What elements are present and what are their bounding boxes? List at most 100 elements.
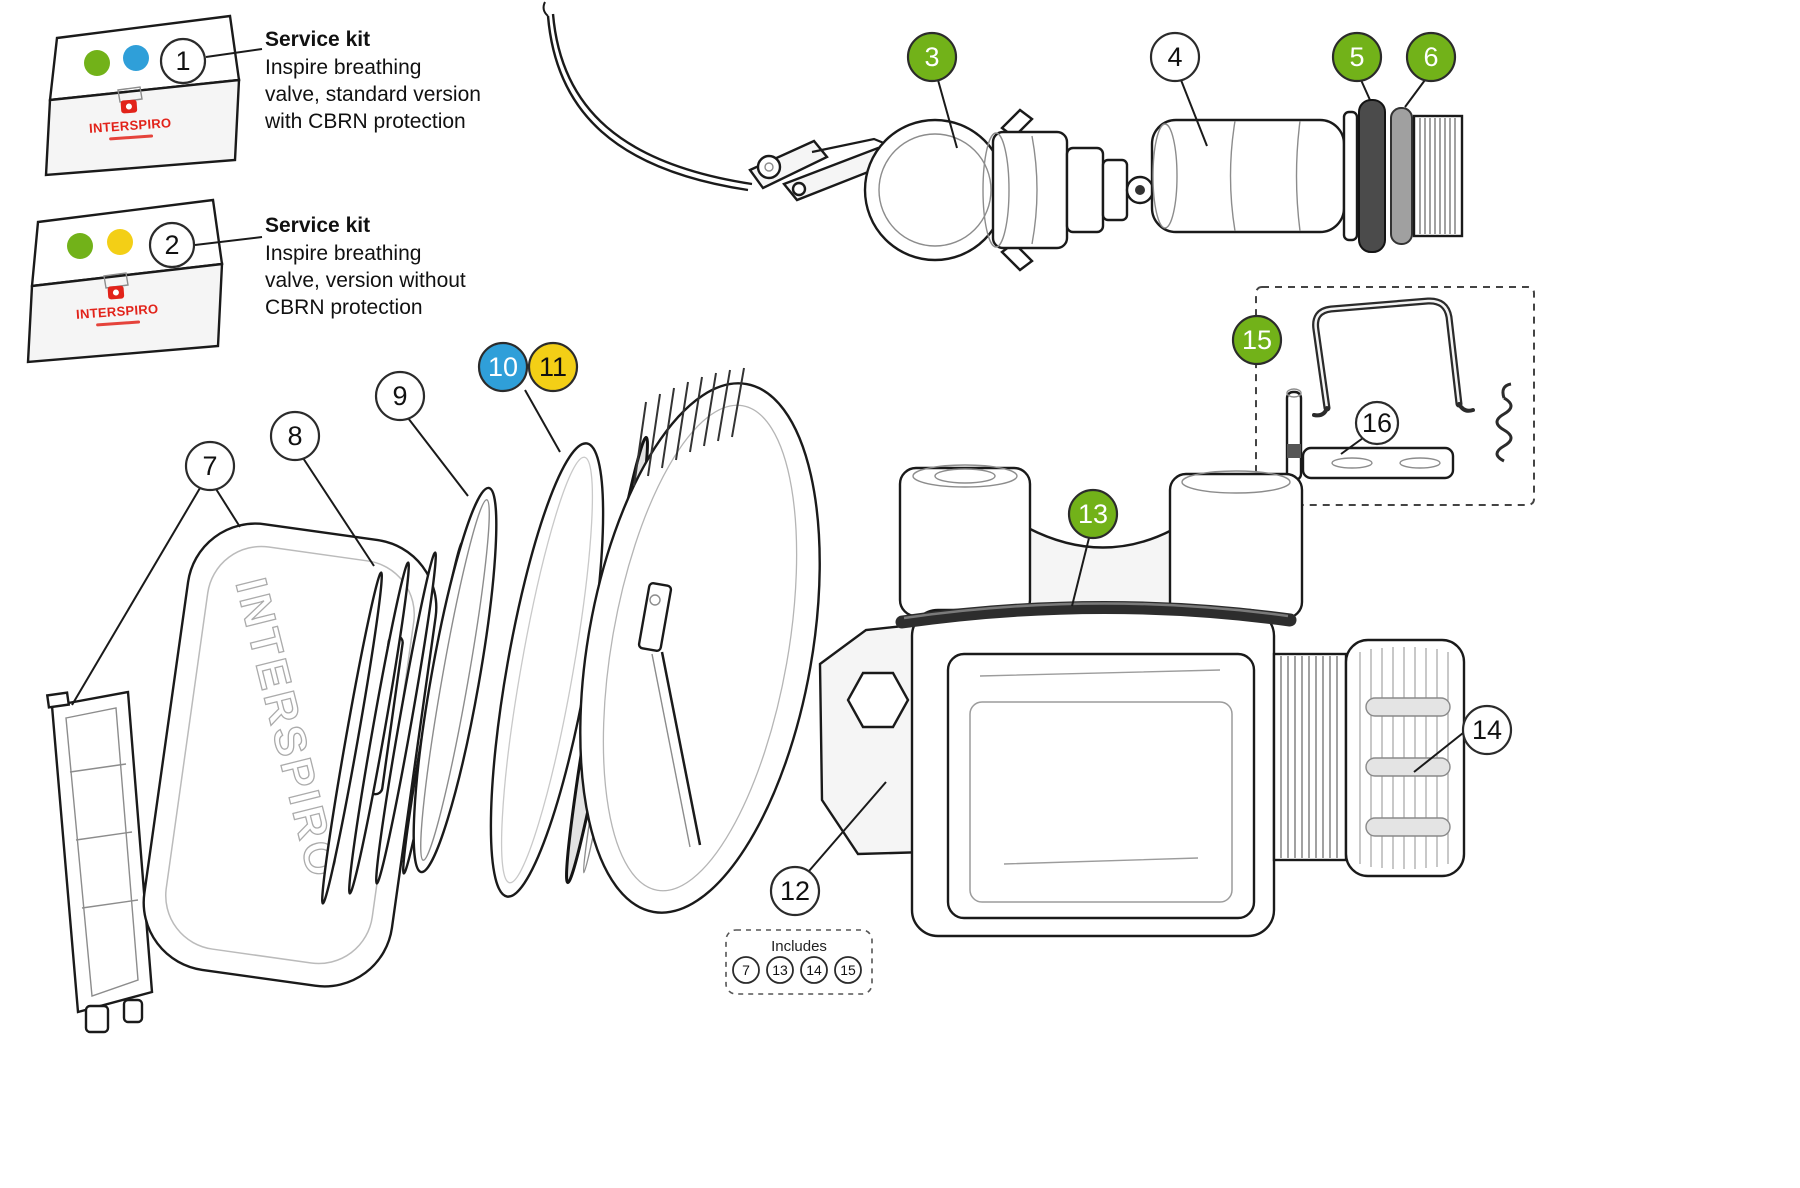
box2-flap-notch bbox=[103, 272, 129, 289]
boss-left-opening bbox=[912, 464, 1018, 488]
main-housing bbox=[818, 464, 1466, 938]
part16-slot-right bbox=[1399, 457, 1441, 469]
callout-15-number: 15 bbox=[1242, 325, 1272, 355]
flame-icon-inner bbox=[125, 103, 132, 110]
part7-frame-bracket bbox=[45, 690, 154, 1034]
includes-box bbox=[725, 929, 873, 995]
door-inner-panel bbox=[969, 701, 1233, 903]
includes-label: Includes bbox=[771, 938, 827, 955]
valve-contour bbox=[1031, 135, 1038, 245]
valve-nozzle-hole bbox=[1135, 185, 1145, 195]
connector-step-ring bbox=[1342, 110, 1359, 242]
boss-right-opening bbox=[1181, 470, 1291, 494]
nut-groove-1 bbox=[1365, 697, 1451, 717]
latch-strap bbox=[660, 651, 702, 846]
callout-13-badge bbox=[1067, 488, 1119, 540]
kit1-leader-line bbox=[205, 48, 263, 58]
bracket-rivet bbox=[791, 181, 807, 197]
kit1-dot-green bbox=[84, 50, 110, 76]
callout-4: 4 bbox=[1149, 31, 1208, 147]
callout-3-number: 3 bbox=[924, 42, 939, 72]
kit2-title: Service kit bbox=[265, 214, 370, 237]
dashed-kit-box bbox=[1255, 286, 1535, 506]
includes-num-13: 13 bbox=[772, 962, 788, 978]
part9-ring bbox=[412, 486, 498, 874]
callout-12: 12 bbox=[769, 781, 887, 917]
includes-num-15: 15 bbox=[840, 962, 856, 978]
callout-10-11-leader bbox=[524, 389, 561, 453]
wire-outer bbox=[546, 15, 749, 192]
retaining-clip-outer bbox=[1312, 297, 1463, 412]
latch-pin bbox=[649, 594, 661, 606]
callout-7-leader-b bbox=[215, 488, 241, 528]
callout-8-badge bbox=[269, 410, 321, 462]
hex-nut bbox=[846, 671, 910, 729]
housing-boss-right bbox=[1168, 472, 1304, 620]
kit1-logo: INTERSPIRO bbox=[89, 99, 172, 141]
callout-1-badge bbox=[159, 37, 207, 85]
callout-10-badge bbox=[477, 341, 529, 393]
includes-num-14: 14 bbox=[806, 962, 822, 978]
callout-9: 9 bbox=[374, 370, 469, 497]
part13-oring-highlight bbox=[903, 602, 1289, 620]
kit2-line2: valve, version without bbox=[265, 269, 466, 292]
frame-foot-left bbox=[84, 1004, 110, 1034]
housing-threaded-outlet bbox=[1272, 652, 1348, 862]
callout-8: 8 bbox=[269, 410, 375, 567]
disc-inner-contour bbox=[500, 456, 594, 884]
callout-5-leader bbox=[1360, 79, 1371, 101]
service-kit-box-2: INTERSPIRO 2 bbox=[26, 198, 224, 364]
callout-12-leader bbox=[808, 781, 887, 872]
kit1-logo-tagline-bar bbox=[109, 134, 154, 141]
callout-16-badge bbox=[1354, 400, 1400, 446]
cover-body bbox=[142, 522, 438, 988]
valve-diaphragm-cap bbox=[863, 118, 1007, 262]
frame-inner bbox=[65, 707, 139, 997]
ribbed-cover bbox=[579, 367, 821, 914]
callout-3-badge bbox=[906, 31, 958, 83]
part16-pin bbox=[1285, 390, 1303, 482]
ribbed-cover-body bbox=[579, 382, 821, 914]
callout-9-leader bbox=[407, 417, 469, 497]
callout-3-leader bbox=[937, 79, 958, 149]
callout-14-badge bbox=[1461, 704, 1513, 756]
callout-9-badge bbox=[374, 370, 426, 422]
callout-13-leader bbox=[1071, 537, 1090, 607]
callout-7-leader-a bbox=[71, 487, 201, 706]
kit1-line2: valve, standard version bbox=[265, 83, 481, 106]
kit1-logo-text: INTERSPIRO bbox=[89, 115, 172, 136]
outlet-thread-lines bbox=[1280, 656, 1338, 858]
callout-14-leader bbox=[1413, 732, 1464, 773]
callout-12-number: 12 bbox=[780, 876, 810, 906]
bracket-pivot-hole bbox=[764, 162, 774, 172]
wire-inner bbox=[551, 13, 753, 186]
callout-16-leader bbox=[1340, 437, 1364, 455]
callout-6: 6 bbox=[1404, 31, 1457, 108]
ring-outer bbox=[412, 486, 498, 874]
part3-lever-wire bbox=[542, 1, 753, 192]
connector-cylinder bbox=[1150, 118, 1346, 234]
part6-gray-ring bbox=[1390, 107, 1413, 245]
kit1-line1: Inspire breathing bbox=[265, 56, 421, 79]
housing-boss-left bbox=[898, 466, 1032, 618]
boss-left-bore bbox=[934, 468, 996, 484]
part16-pin-band bbox=[1287, 444, 1301, 458]
frame-foot-right bbox=[122, 998, 144, 1024]
thread-lines bbox=[1419, 118, 1456, 234]
connector-threaded-end bbox=[1412, 114, 1464, 238]
latch-strap-inner bbox=[651, 653, 691, 848]
part4-connector-body bbox=[1150, 99, 1464, 253]
includes-badge-13 bbox=[766, 956, 794, 984]
valve-flange bbox=[982, 132, 1010, 248]
valve-cylinder bbox=[991, 130, 1069, 250]
part13-oring bbox=[895, 601, 1297, 629]
kit1-dot-blue bbox=[123, 45, 149, 71]
callout-4-number: 4 bbox=[1167, 42, 1182, 72]
latch-block bbox=[637, 582, 673, 652]
kit2-dot-yellow bbox=[107, 229, 133, 255]
kit2-line3: CBRN protection bbox=[265, 296, 423, 319]
connector-contours bbox=[1229, 120, 1301, 232]
callout-3: 3 bbox=[906, 31, 958, 149]
callout-6-leader bbox=[1404, 79, 1426, 108]
